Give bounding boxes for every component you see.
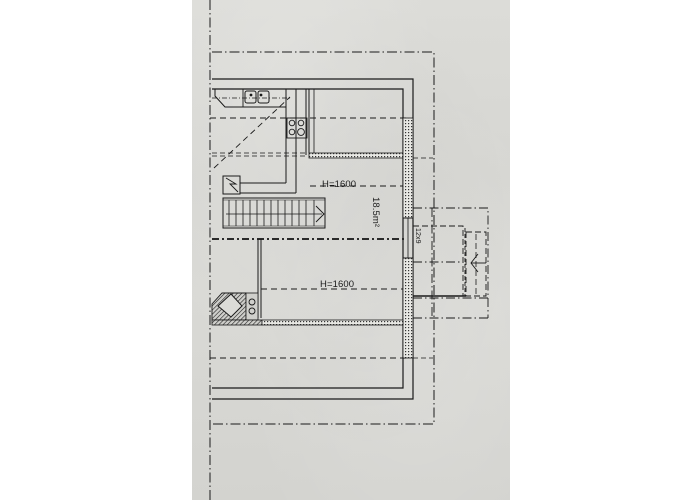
window-size-label: 12x9 <box>414 228 421 244</box>
boundary-rectangle <box>212 51 435 425</box>
balcony <box>413 157 489 359</box>
paper-sheet <box>192 0 510 500</box>
fireplace-icon <box>211 292 259 321</box>
wall-hatched-lower <box>261 319 404 326</box>
cupboard <box>222 175 241 195</box>
height-label-lower: H=1600 <box>320 279 355 290</box>
room-area-label: 18.5m² <box>370 197 381 228</box>
stove-icon <box>286 117 308 139</box>
exterior-wall-hatched-lower <box>402 257 414 359</box>
wall-hatched-left <box>211 319 263 326</box>
exterior-wall-hatched-upper <box>402 117 414 219</box>
upper-room-walls <box>305 89 404 159</box>
double-sink-icon <box>244 90 270 104</box>
kitchen-counter <box>212 89 297 194</box>
staircase <box>222 197 326 229</box>
height-label-upper: H=1600 <box>322 179 357 190</box>
roof-hip-line <box>213 96 291 169</box>
window <box>402 217 414 259</box>
